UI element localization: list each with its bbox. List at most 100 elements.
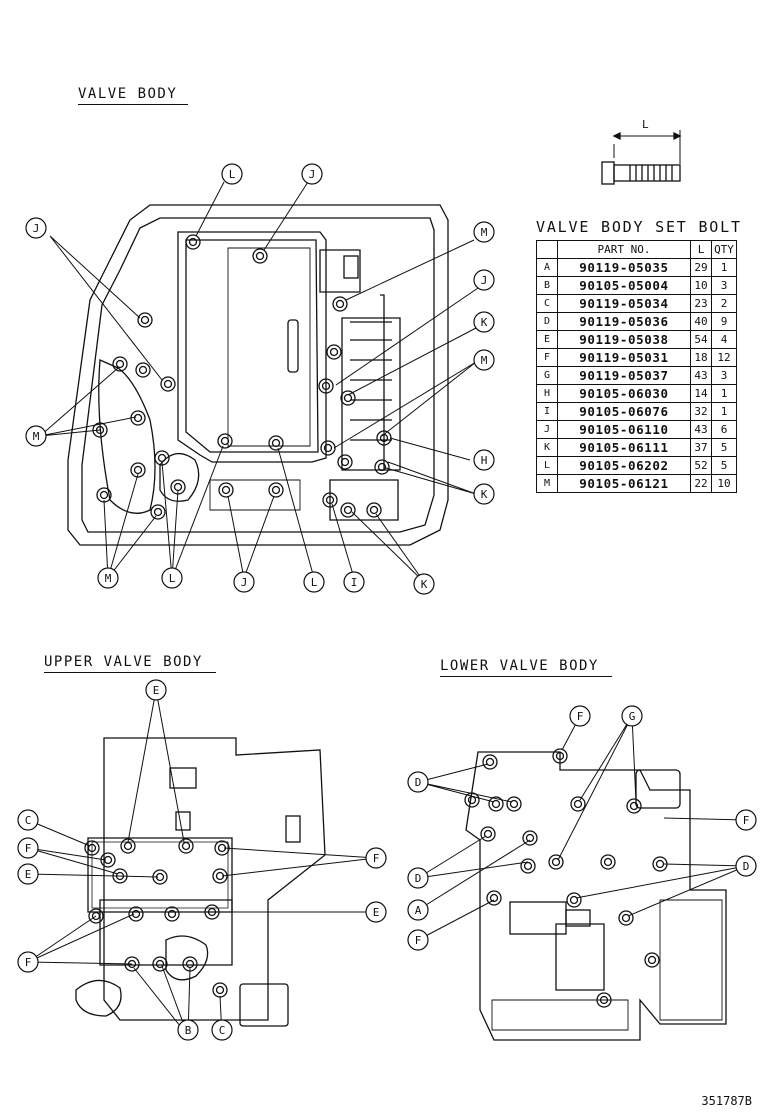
callout-label: I: [351, 576, 358, 589]
row-index: G: [536, 366, 558, 385]
callout-lower-valve-body: D: [407, 771, 429, 793]
row-qty: 3: [711, 276, 737, 295]
callout-label: G: [629, 710, 636, 723]
row-length: 43: [690, 420, 712, 439]
callout-circle: [17, 951, 39, 973]
callout-circle: [407, 867, 429, 889]
row-part-no: 90119-05035: [557, 258, 691, 277]
callout-circle: [473, 221, 495, 243]
callout-circle: [473, 349, 495, 371]
callout-circle: [25, 217, 47, 239]
callout-label: K: [481, 316, 488, 329]
callout-label: B: [185, 1024, 192, 1037]
row-qty: 3: [711, 366, 737, 385]
callout-label: J: [241, 576, 248, 589]
bolt-icon: [601, 130, 682, 185]
row-length: 37: [690, 438, 712, 457]
row-qty: 5: [711, 456, 737, 475]
callout-circle: [301, 163, 323, 185]
callout-upper-valve-body: E: [145, 679, 167, 701]
callout-upper-valve-body: F: [17, 951, 39, 973]
valve-body-heading: VALVE BODY: [78, 86, 188, 105]
callout-label: J: [309, 168, 316, 181]
row-index: A: [536, 258, 558, 277]
callout-lower-valve-body: D: [735, 855, 757, 877]
row-length: 52: [690, 456, 712, 475]
row-part-no: 90119-05034: [557, 294, 691, 313]
row-length: 23: [690, 294, 712, 313]
callout-upper-valve-body: E: [365, 901, 387, 923]
lower-valve-body-heading: LOWER VALVE BODY: [440, 658, 612, 677]
callout-valve-body: K: [473, 311, 495, 333]
header-index: [536, 240, 558, 259]
callout-lower-valve-body: A: [407, 899, 429, 921]
row-part-no: 90105-06030: [557, 384, 691, 403]
row-part-no: 90105-06121: [557, 474, 691, 493]
callout-circle: [407, 771, 429, 793]
row-length: 14: [690, 384, 712, 403]
callout-circle: [17, 809, 39, 831]
callout-circle: [303, 571, 325, 593]
callout-label: F: [25, 842, 32, 855]
upper-valve-body-leader-lines: [27, 689, 377, 1037]
callout-circle: [413, 573, 435, 595]
figure-reference: 351787B: [701, 1094, 752, 1108]
callout-circle: [569, 705, 591, 727]
callout-circle: [365, 847, 387, 869]
row-qty: 1: [711, 402, 737, 421]
callout-circle: [473, 311, 495, 333]
bolt-length-label: L: [642, 118, 649, 131]
row-index: C: [536, 294, 558, 313]
row-part-no: 90105-05004: [557, 276, 691, 295]
callout-valve-body: J: [473, 269, 495, 291]
row-index: F: [536, 348, 558, 367]
row-part-no: 90119-05031: [557, 348, 691, 367]
lower-valve-body-leader-lines: [417, 715, 747, 941]
callout-label: D: [743, 860, 750, 873]
callout-label: D: [415, 872, 422, 885]
valve-body-leader-lines: [39, 181, 479, 583]
callout-label: E: [373, 906, 380, 919]
callout-circle: [473, 269, 495, 291]
callout-label: E: [153, 684, 160, 697]
callout-valve-body: J: [301, 163, 323, 185]
row-part-no: 90105-06111: [557, 438, 691, 457]
callout-label: C: [219, 1024, 226, 1037]
row-length: 32: [690, 402, 712, 421]
row-qty: 9: [711, 312, 737, 331]
callout-valve-body: M: [473, 221, 495, 243]
row-part-no: 90105-06076: [557, 402, 691, 421]
callout-circle: [621, 705, 643, 727]
lower-valve-body-bolt-holes: [464, 748, 668, 1008]
row-index: H: [536, 384, 558, 403]
callout-label: C: [25, 814, 32, 827]
row-length: 29: [690, 258, 712, 277]
callout-upper-valve-body: F: [17, 837, 39, 859]
row-length: 43: [690, 366, 712, 385]
callout-label: F: [25, 956, 32, 969]
callout-label: A: [415, 904, 422, 917]
callout-valve-body: M: [473, 349, 495, 371]
callout-valve-body: J: [25, 217, 47, 239]
callout-circle: [473, 483, 495, 505]
row-part-no: 90119-05037: [557, 366, 691, 385]
callout-label: L: [311, 576, 318, 589]
callout-circle: [343, 571, 365, 593]
row-qty: 12: [711, 348, 737, 367]
callout-circle: [473, 449, 495, 471]
callout-circle: [97, 567, 119, 589]
callout-label: M: [33, 430, 40, 443]
upper-valve-body-assembly: [27, 689, 377, 1037]
header-part-no: PART NO.: [557, 240, 691, 259]
row-length: 10: [690, 276, 712, 295]
callout-circle: [25, 425, 47, 447]
row-length: 18: [690, 348, 712, 367]
row-qty: 4: [711, 330, 737, 349]
